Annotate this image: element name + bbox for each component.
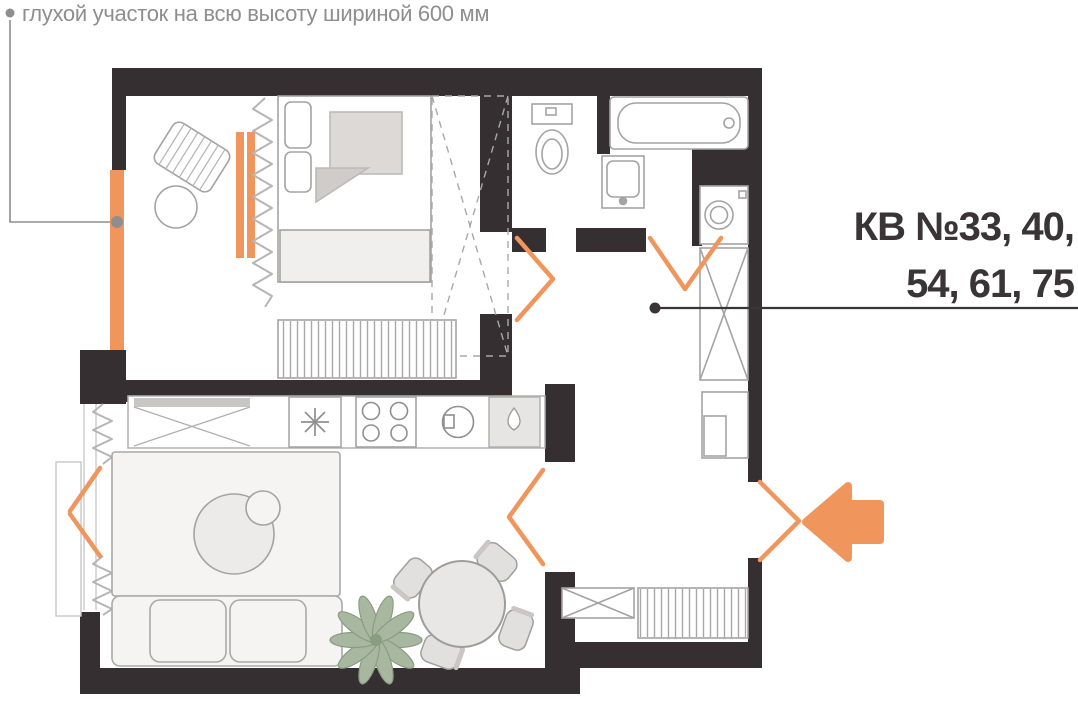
curtain-zigzag-icon bbox=[252, 97, 273, 308]
living-window bbox=[55, 403, 113, 617]
blind-section-annotation: глухой участок на всю высоту шириной 600… bbox=[5, 1, 489, 228]
curtain-zigzag-icon bbox=[92, 403, 113, 465]
note-bullet-icon bbox=[5, 8, 15, 18]
curtain-zigzag-icon bbox=[92, 555, 113, 616]
kitchen-sink bbox=[441, 405, 475, 439]
apartment-label-line1: КВ №33, 40, bbox=[854, 205, 1074, 249]
entrance-arrow-icon bbox=[802, 482, 884, 562]
wall-segment-living-bottom bbox=[80, 668, 580, 694]
apartment-annotation: КВ №33, 40, 54, 61, 75 bbox=[649, 205, 1078, 314]
window-sill bbox=[55, 461, 82, 617]
coffee-table-small bbox=[245, 490, 281, 526]
washing-machine bbox=[699, 185, 749, 245]
duvet-fold bbox=[315, 167, 371, 204]
bedroom-window bbox=[110, 170, 124, 350]
bathtub bbox=[609, 96, 749, 150]
hall-wardrobe-x bbox=[699, 247, 749, 381]
wardrobe-hatched bbox=[277, 319, 457, 379]
note-leader-line bbox=[9, 20, 110, 223]
toilet bbox=[531, 103, 573, 175]
bath-sink bbox=[601, 155, 645, 209]
sofa-cushion bbox=[149, 599, 227, 663]
wall-segment-toilet-bath-divider bbox=[597, 96, 610, 154]
snowflake-icon bbox=[301, 408, 329, 436]
bathroom bbox=[531, 96, 749, 245]
apartment-label-line2: 54, 61, 75 bbox=[906, 262, 1075, 306]
bed bbox=[277, 95, 432, 283]
door-openings bbox=[506, 235, 802, 567]
wall-segment-left-upper bbox=[112, 96, 126, 170]
dining-chair bbox=[498, 605, 535, 651]
wall-segment-washer-side bbox=[692, 186, 702, 246]
wall-segment-kitchen-stub bbox=[545, 384, 575, 462]
bedroom bbox=[110, 95, 509, 379]
blanket-band bbox=[279, 229, 431, 283]
plant bbox=[329, 595, 423, 685]
wall-segment-right-upper bbox=[748, 96, 762, 482]
water-drop-icon bbox=[507, 406, 521, 431]
shoe-cabinet-x bbox=[561, 587, 635, 619]
console-table bbox=[133, 398, 251, 447]
glazed-partition-bar bbox=[236, 132, 244, 258]
door-swing-bathroom bbox=[647, 235, 724, 292]
sofa-cushion bbox=[229, 599, 307, 663]
doormat-hatched bbox=[637, 587, 749, 639]
wall-segment-hall-bottom bbox=[560, 642, 762, 668]
apartment-target-dot bbox=[649, 302, 661, 314]
kitchen bbox=[127, 395, 546, 449]
duvet bbox=[329, 111, 403, 175]
blind-section-note: глухой участок на всю высоту шириной 600… bbox=[22, 1, 489, 26]
walls bbox=[80, 68, 762, 694]
pillow bbox=[284, 101, 312, 149]
dining-table bbox=[418, 560, 506, 648]
closet-dashed bbox=[431, 95, 509, 357]
door-swing-living bbox=[506, 467, 546, 567]
sofa bbox=[111, 595, 343, 667]
hallway bbox=[561, 247, 749, 639]
door-swing-entrance bbox=[757, 479, 802, 563]
side-table bbox=[154, 185, 198, 229]
living-room bbox=[111, 451, 535, 685]
fridge bbox=[288, 396, 342, 448]
note-target-dot bbox=[111, 216, 123, 228]
wall-segment-top bbox=[112, 68, 762, 96]
window-sash-icon bbox=[67, 465, 103, 559]
stove bbox=[355, 396, 417, 448]
dishwasher bbox=[488, 396, 541, 448]
glazed-partition-bar bbox=[247, 132, 255, 258]
wall-segment-bath-bottom-b bbox=[576, 228, 646, 252]
desk-chair bbox=[153, 121, 231, 193]
wall-segment-living-left-lower bbox=[80, 612, 100, 672]
wall-segment-bedroom-right-lower bbox=[480, 314, 512, 402]
hall-shelf-niche bbox=[701, 391, 749, 459]
wall-segment-bedroom-right-upper bbox=[480, 96, 512, 232]
wall-segment-right-lower bbox=[748, 558, 762, 668]
pillow bbox=[284, 151, 312, 193]
door-swing-bedroom bbox=[514, 235, 556, 323]
